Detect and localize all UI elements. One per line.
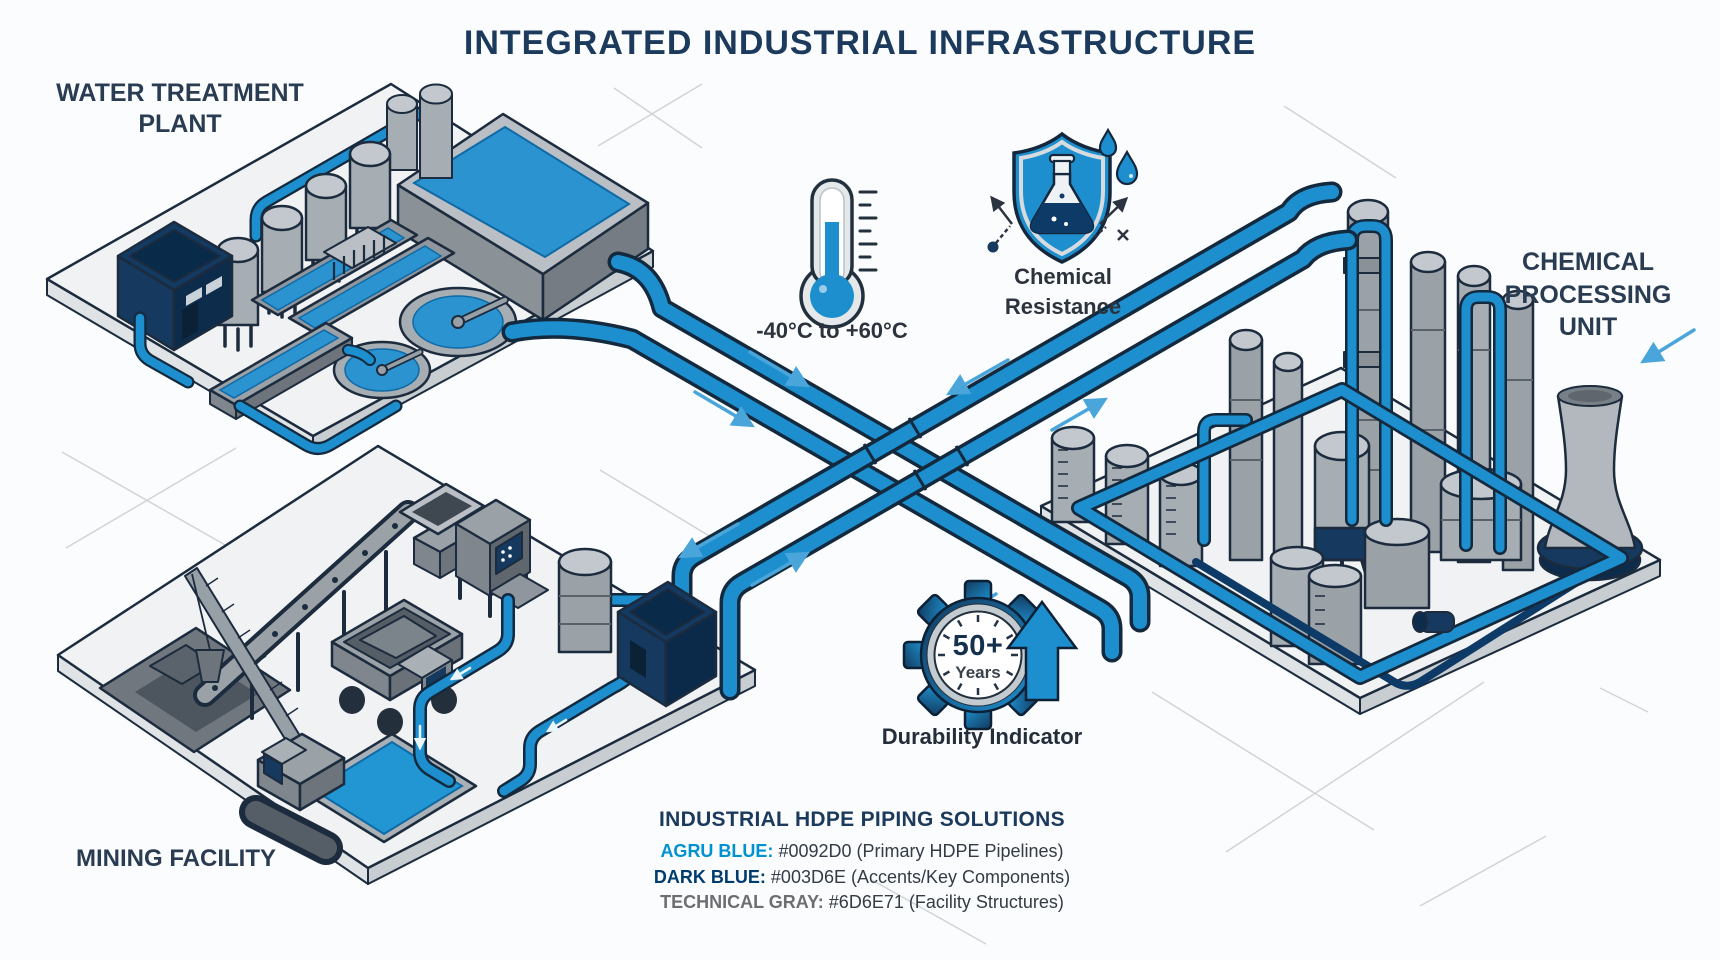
accent-pipe [1192, 558, 1600, 690]
water-plant-pipes [133, 311, 403, 455]
legend-name-technical-gray: TECHNICAL GRAY: [660, 892, 824, 912]
legend-title: INDUSTRIAL HDPE PIPING SOLUTIONS [659, 808, 1065, 831]
small-tanks [386, 83, 453, 179]
thermometer-icon [799, 178, 878, 329]
chemres-line2: Resistance [1004, 293, 1122, 319]
pipeline-network [501, 181, 1359, 701]
background-grid-lines [61, 83, 1649, 945]
intake-basin [208, 321, 354, 420]
aeration-basins [250, 218, 456, 335]
thermometer-scale [858, 190, 878, 272]
legend-name-agru-blue: AGRU BLUE: [660, 841, 774, 861]
water-label-line1: WATER TREATMENT [56, 79, 304, 107]
dump-truck [330, 598, 464, 736]
chem-label-line2: PROCESSING [1504, 280, 1672, 309]
water-treatment-facility [45, 82, 655, 455]
mining-facility [184, 482, 718, 865]
legend-desc-technical-gray: #6D6E71 (Facility Structures) [823, 892, 1064, 912]
label-water-treatment-plant: WATER TREATMENT PLANT [20, 78, 340, 140]
molecule-dot [987, 241, 999, 253]
durability-value: 50+ [952, 630, 1004, 662]
mining-tank [557, 547, 613, 654]
chemical-processing-facility [1039, 198, 1662, 715]
page-title: INTEGRATED INDUSTRIAL INFRASTRUCTURE [463, 24, 1257, 62]
chemical-perimeter-pipe [1071, 382, 1629, 685]
chemres-line1: Chemical [1014, 264, 1112, 289]
legend-row-technical-gray: TECHNICAL GRAY: #6D6E71 (Facility Struct… [612, 890, 1112, 916]
excavator [184, 567, 346, 865]
reaction-arrows [990, 195, 1129, 244]
chemical-resistance-text: Chemical Resistance [957, 262, 1169, 321]
flask-glyph [1029, 153, 1095, 235]
shield-flask-icon [987, 127, 1139, 264]
color-legend: INDUSTRIAL HDPE PIPING SOLUTIONS AGRU BL… [612, 808, 1112, 916]
label-mining-facility: MINING FACILITY [76, 845, 276, 872]
gear-clock-icon [902, 579, 1079, 731]
growth-arrow [1005, 599, 1079, 702]
durability-label: Durability Indicator [881, 724, 1083, 749]
temperature-range-text: -40°C to +60°C [756, 318, 908, 343]
mining-building [616, 580, 718, 708]
water-label-line2: PLANT [138, 110, 222, 138]
durability-unit: Years [955, 663, 1001, 682]
legend-desc-dark-blue: #003D6E (Accents/Key Components) [765, 866, 1071, 887]
pump-unit [1412, 611, 1455, 633]
crusher-unit [398, 482, 549, 618]
water-droplets-icon [1098, 127, 1139, 186]
cooling-tower [1536, 385, 1644, 582]
legend-row-dark-blue: DARK BLUE: #003D6E (Accents/Key Componen… [612, 865, 1112, 891]
chem-label-line1: CHEMICAL [1522, 248, 1654, 276]
chem-label-line3: UNIT [1558, 313, 1618, 341]
legend-desc-agru-blue: #0092D0 (Primary HDPE Pipelines) [773, 841, 1064, 861]
label-chemical-processing-unit: CHEMICAL PROCESSING UNIT [1478, 246, 1698, 344]
legend-name-dark-blue: DARK BLUE: [653, 866, 766, 887]
pipe-couplings [862, 417, 970, 491]
control-building [116, 220, 234, 352]
storage-basin [396, 112, 650, 322]
clock-ticks [938, 615, 1018, 695]
legend-row-agru-blue: AGRU BLUE: #0092D0 (Primary HDPE Pipelin… [612, 839, 1112, 865]
